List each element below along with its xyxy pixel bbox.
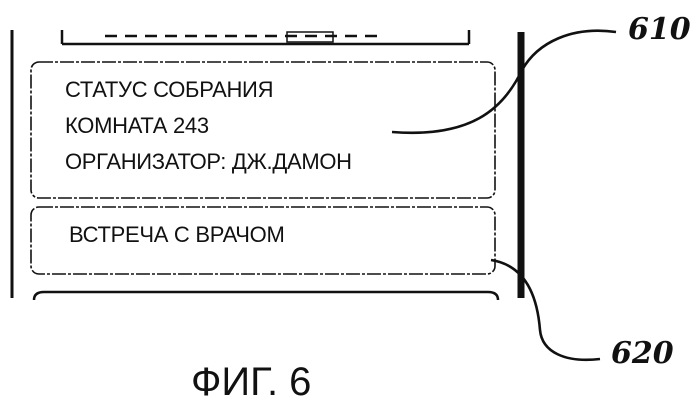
upper-panel-line-1: СТАТУС СОБРАНИЯ xyxy=(65,77,273,103)
reference-label-620: 620 xyxy=(611,336,674,371)
figure-caption: ФИГ. 6 xyxy=(191,360,311,405)
lower-panel-line-1: ВСТРЕЧА С ВРАЧОМ xyxy=(69,222,284,248)
reference-label-610: 610 xyxy=(628,12,691,47)
device-bottom-edge xyxy=(34,292,498,300)
leader-line-620 xyxy=(491,260,600,360)
upper-panel-line-2: КОМНАТА 243 xyxy=(65,113,209,139)
leader-line-610 xyxy=(392,31,616,133)
upper-panel-line-3: ОРГАНИЗАТОР: ДЖ.ДАМОН xyxy=(65,149,352,175)
